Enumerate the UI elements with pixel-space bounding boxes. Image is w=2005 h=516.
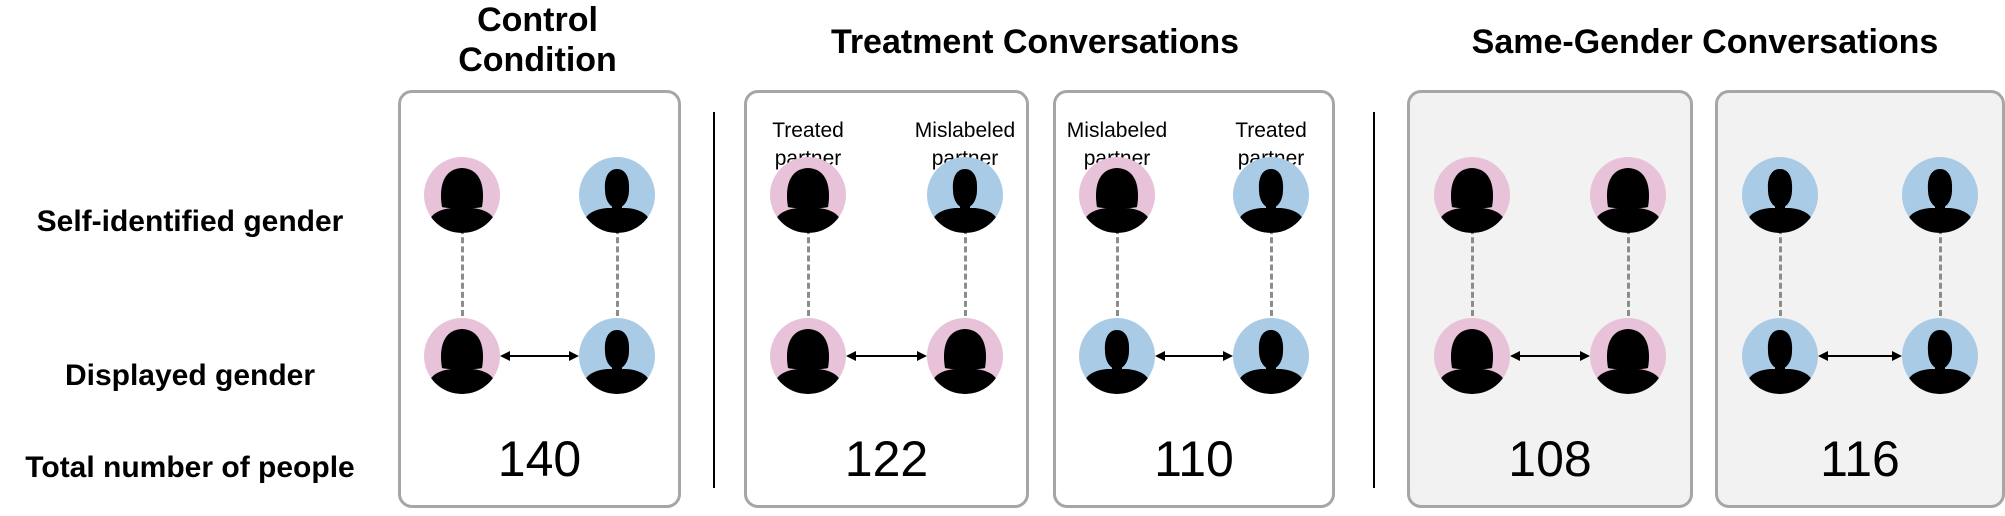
dashed-connector — [1627, 210, 1630, 316]
male-person-icon — [927, 157, 1003, 233]
male-person-icon — [1902, 318, 1978, 394]
male-person-icon — [579, 157, 655, 233]
dashed-connector — [1939, 210, 1942, 316]
header-treatment: Treatment Conversations — [830, 23, 1240, 61]
total-count: 110 — [1154, 431, 1234, 487]
double-arrow-icon — [500, 346, 579, 366]
panel-same-gender-female: 108 — [1407, 90, 1693, 508]
male-person-icon — [1902, 157, 1978, 233]
row-label-displayed: Displayed gender — [64, 359, 316, 392]
double-arrow-icon — [1155, 346, 1233, 366]
dashed-connector — [461, 210, 464, 316]
panel-control: 140 — [398, 90, 681, 508]
female-person-icon — [424, 318, 500, 394]
female-person-icon — [770, 318, 846, 394]
dashed-connector — [964, 210, 967, 316]
panel-treatment-2: Mislabeled partnerTreated partner110 — [1053, 90, 1335, 508]
total-count: 140 — [497, 431, 582, 487]
dashed-connector — [1270, 210, 1273, 316]
female-person-icon — [770, 157, 846, 233]
male-person-icon — [1233, 318, 1309, 394]
total-count: 122 — [844, 431, 929, 487]
female-person-icon — [1590, 318, 1666, 394]
total-count: 116 — [1820, 431, 1900, 487]
double-arrow-icon — [1510, 346, 1590, 366]
dashed-connector — [1116, 210, 1119, 316]
divider-treatment-same-gender — [1373, 112, 1375, 488]
female-person-icon — [1434, 318, 1510, 394]
header-same-gender: Same-Gender Conversations — [1471, 23, 1939, 61]
male-person-icon — [1742, 318, 1818, 394]
row-label-self-identified: Self-identified gender — [36, 205, 344, 238]
female-person-icon — [1434, 157, 1510, 233]
dashed-connector — [616, 210, 619, 316]
female-person-icon — [927, 318, 1003, 394]
dashed-connector — [1471, 210, 1474, 316]
male-person-icon — [1079, 318, 1155, 394]
dashed-connector — [1779, 210, 1782, 316]
female-person-icon — [1079, 157, 1155, 233]
panel-same-gender-male: 116 — [1715, 90, 2005, 508]
male-person-icon — [1233, 157, 1309, 233]
double-arrow-icon — [846, 346, 927, 366]
dashed-connector — [807, 210, 810, 316]
header-control: Control Condition — [458, 1, 617, 79]
male-person-icon — [1742, 157, 1818, 233]
male-person-icon — [579, 318, 655, 394]
total-count: 108 — [1508, 431, 1592, 487]
row-label-total: Total number of people — [25, 451, 355, 484]
panel-treatment-1: Treated partnerMislabeled partner122 — [744, 90, 1029, 508]
divider-control-treatment — [713, 112, 715, 488]
female-person-icon — [1590, 157, 1666, 233]
double-arrow-icon — [1818, 346, 1902, 366]
female-person-icon — [424, 157, 500, 233]
